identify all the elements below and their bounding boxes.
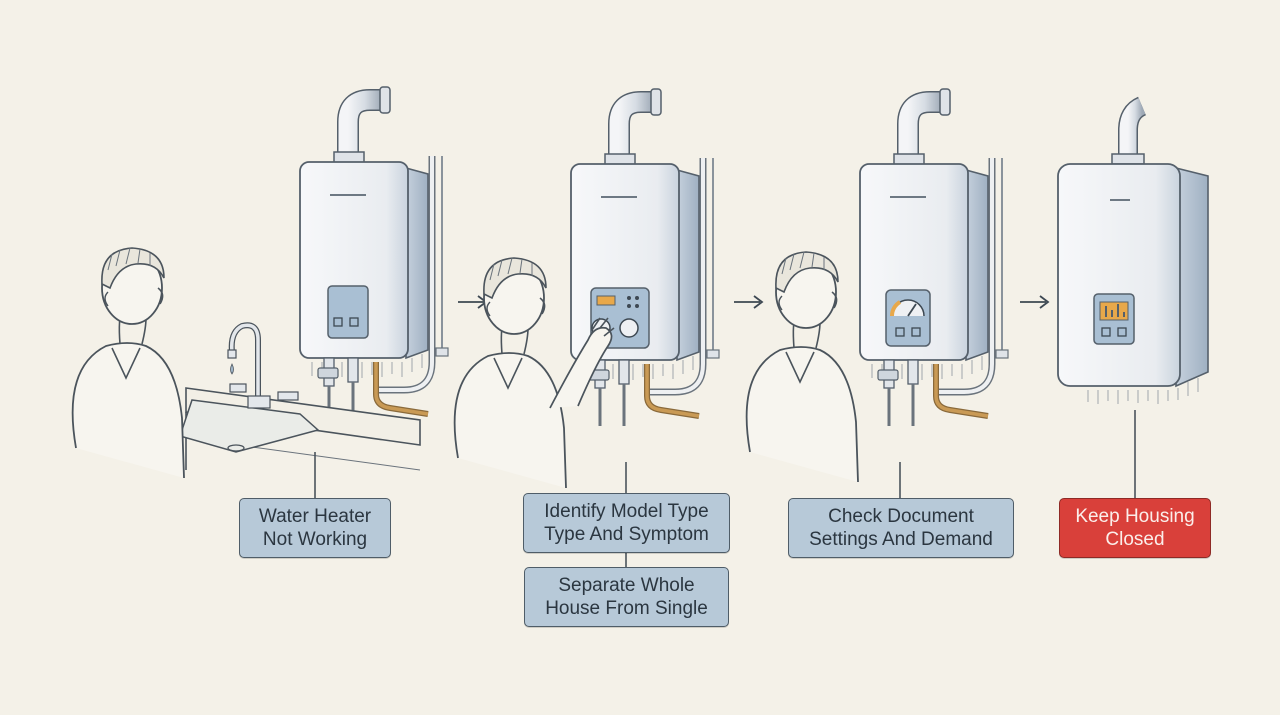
person-icon	[453, 257, 615, 489]
label-line: House From Single	[545, 598, 708, 619]
water-heater-icon	[860, 89, 1008, 426]
label-line: Identify Model Type	[544, 501, 709, 522]
step-2-label-separate: Separate Whole House From Single	[524, 567, 729, 627]
step-2-label-identify: Identify Model Type Type And Symptom	[523, 493, 730, 553]
person-icon	[745, 251, 859, 483]
water-heater-icon	[300, 87, 448, 424]
label-line: Keep Housing	[1075, 506, 1195, 527]
water-heater-icon	[571, 89, 719, 426]
label-line: Settings And Demand	[809, 529, 993, 550]
water-heater-icon	[1057, 96, 1209, 404]
label-line: Separate Whole	[558, 575, 695, 596]
label-line: Type And Symptom	[544, 524, 709, 545]
step-2-scene	[453, 89, 719, 568]
label-line: Closed	[1105, 529, 1165, 550]
arrow-right-icon	[458, 295, 488, 309]
arrow-right-icon	[734, 295, 764, 309]
step-1-scene	[71, 87, 448, 498]
step-1-label: Water Heater Not Working	[239, 498, 391, 558]
step-4-warning-label: Keep Housing Closed	[1059, 498, 1211, 558]
label-line: Water Heater	[258, 506, 372, 527]
faucet-icon	[227, 322, 299, 409]
pressure-gauge-icon	[889, 299, 925, 317]
step-4-scene	[1057, 96, 1209, 498]
arrow-right-icon	[1020, 295, 1050, 309]
step-3-scene	[745, 89, 1008, 498]
person-icon	[71, 247, 185, 479]
label-line: Check Document	[828, 506, 974, 527]
step-3-label: Check Document Settings And Demand	[788, 498, 1014, 558]
label-line: Not Working	[262, 529, 368, 550]
sink-icon	[179, 387, 421, 471]
